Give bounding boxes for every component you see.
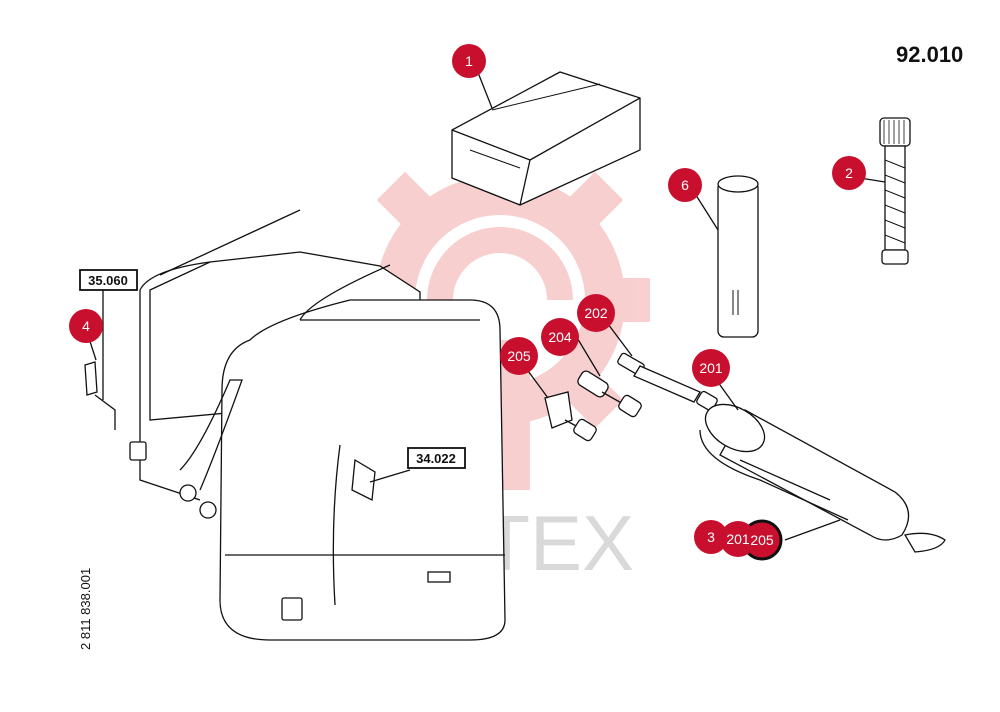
cross-ref-34022[interactable]: 34.022 — [407, 447, 466, 469]
bolt-part-204 — [577, 370, 642, 418]
svg-text:1: 1 — [465, 53, 473, 69]
callout-bottom-205-label: 205 — [750, 532, 774, 548]
callout-group-bottom[interactable]: 3 201 205 — [694, 519, 783, 561]
svg-text:6: 6 — [681, 177, 689, 193]
box-part — [451, 71, 641, 206]
callout-4[interactable]: 4 — [69, 309, 103, 343]
callout-202[interactable]: 202 — [577, 294, 615, 332]
nozzle-part-202 — [617, 352, 718, 412]
svg-text:205: 205 — [507, 348, 531, 364]
callout-2[interactable]: 2 — [832, 156, 866, 190]
page-number: 92.010 — [896, 42, 964, 67]
clamp-part-205 — [544, 391, 597, 442]
threaded-rod-part — [879, 117, 911, 265]
svg-text:4: 4 — [82, 318, 90, 334]
svg-text:202: 202 — [584, 305, 608, 321]
svg-text:201: 201 — [699, 360, 723, 376]
callout-3-label: 3 — [707, 529, 715, 545]
cylinder-part — [717, 175, 759, 338]
callout-bottom-201-label: 201 — [726, 531, 750, 547]
cross-ref-35060[interactable]: 35.060 — [79, 269, 138, 291]
callout-201[interactable]: 201 — [692, 349, 730, 387]
machine-housing — [84, 209, 506, 641]
grease-gun-part — [699, 403, 946, 553]
svg-text:204: 204 — [548, 329, 572, 345]
svg-text:35.060: 35.060 — [88, 273, 128, 288]
svg-text:2: 2 — [845, 165, 853, 181]
callout-6[interactable]: 6 — [668, 168, 702, 202]
callout-1[interactable]: 1 — [452, 44, 486, 78]
callout-204[interactable]: 204 — [541, 318, 579, 356]
callout-205[interactable]: 205 — [500, 337, 538, 375]
svg-text:34.022: 34.022 — [416, 451, 456, 466]
